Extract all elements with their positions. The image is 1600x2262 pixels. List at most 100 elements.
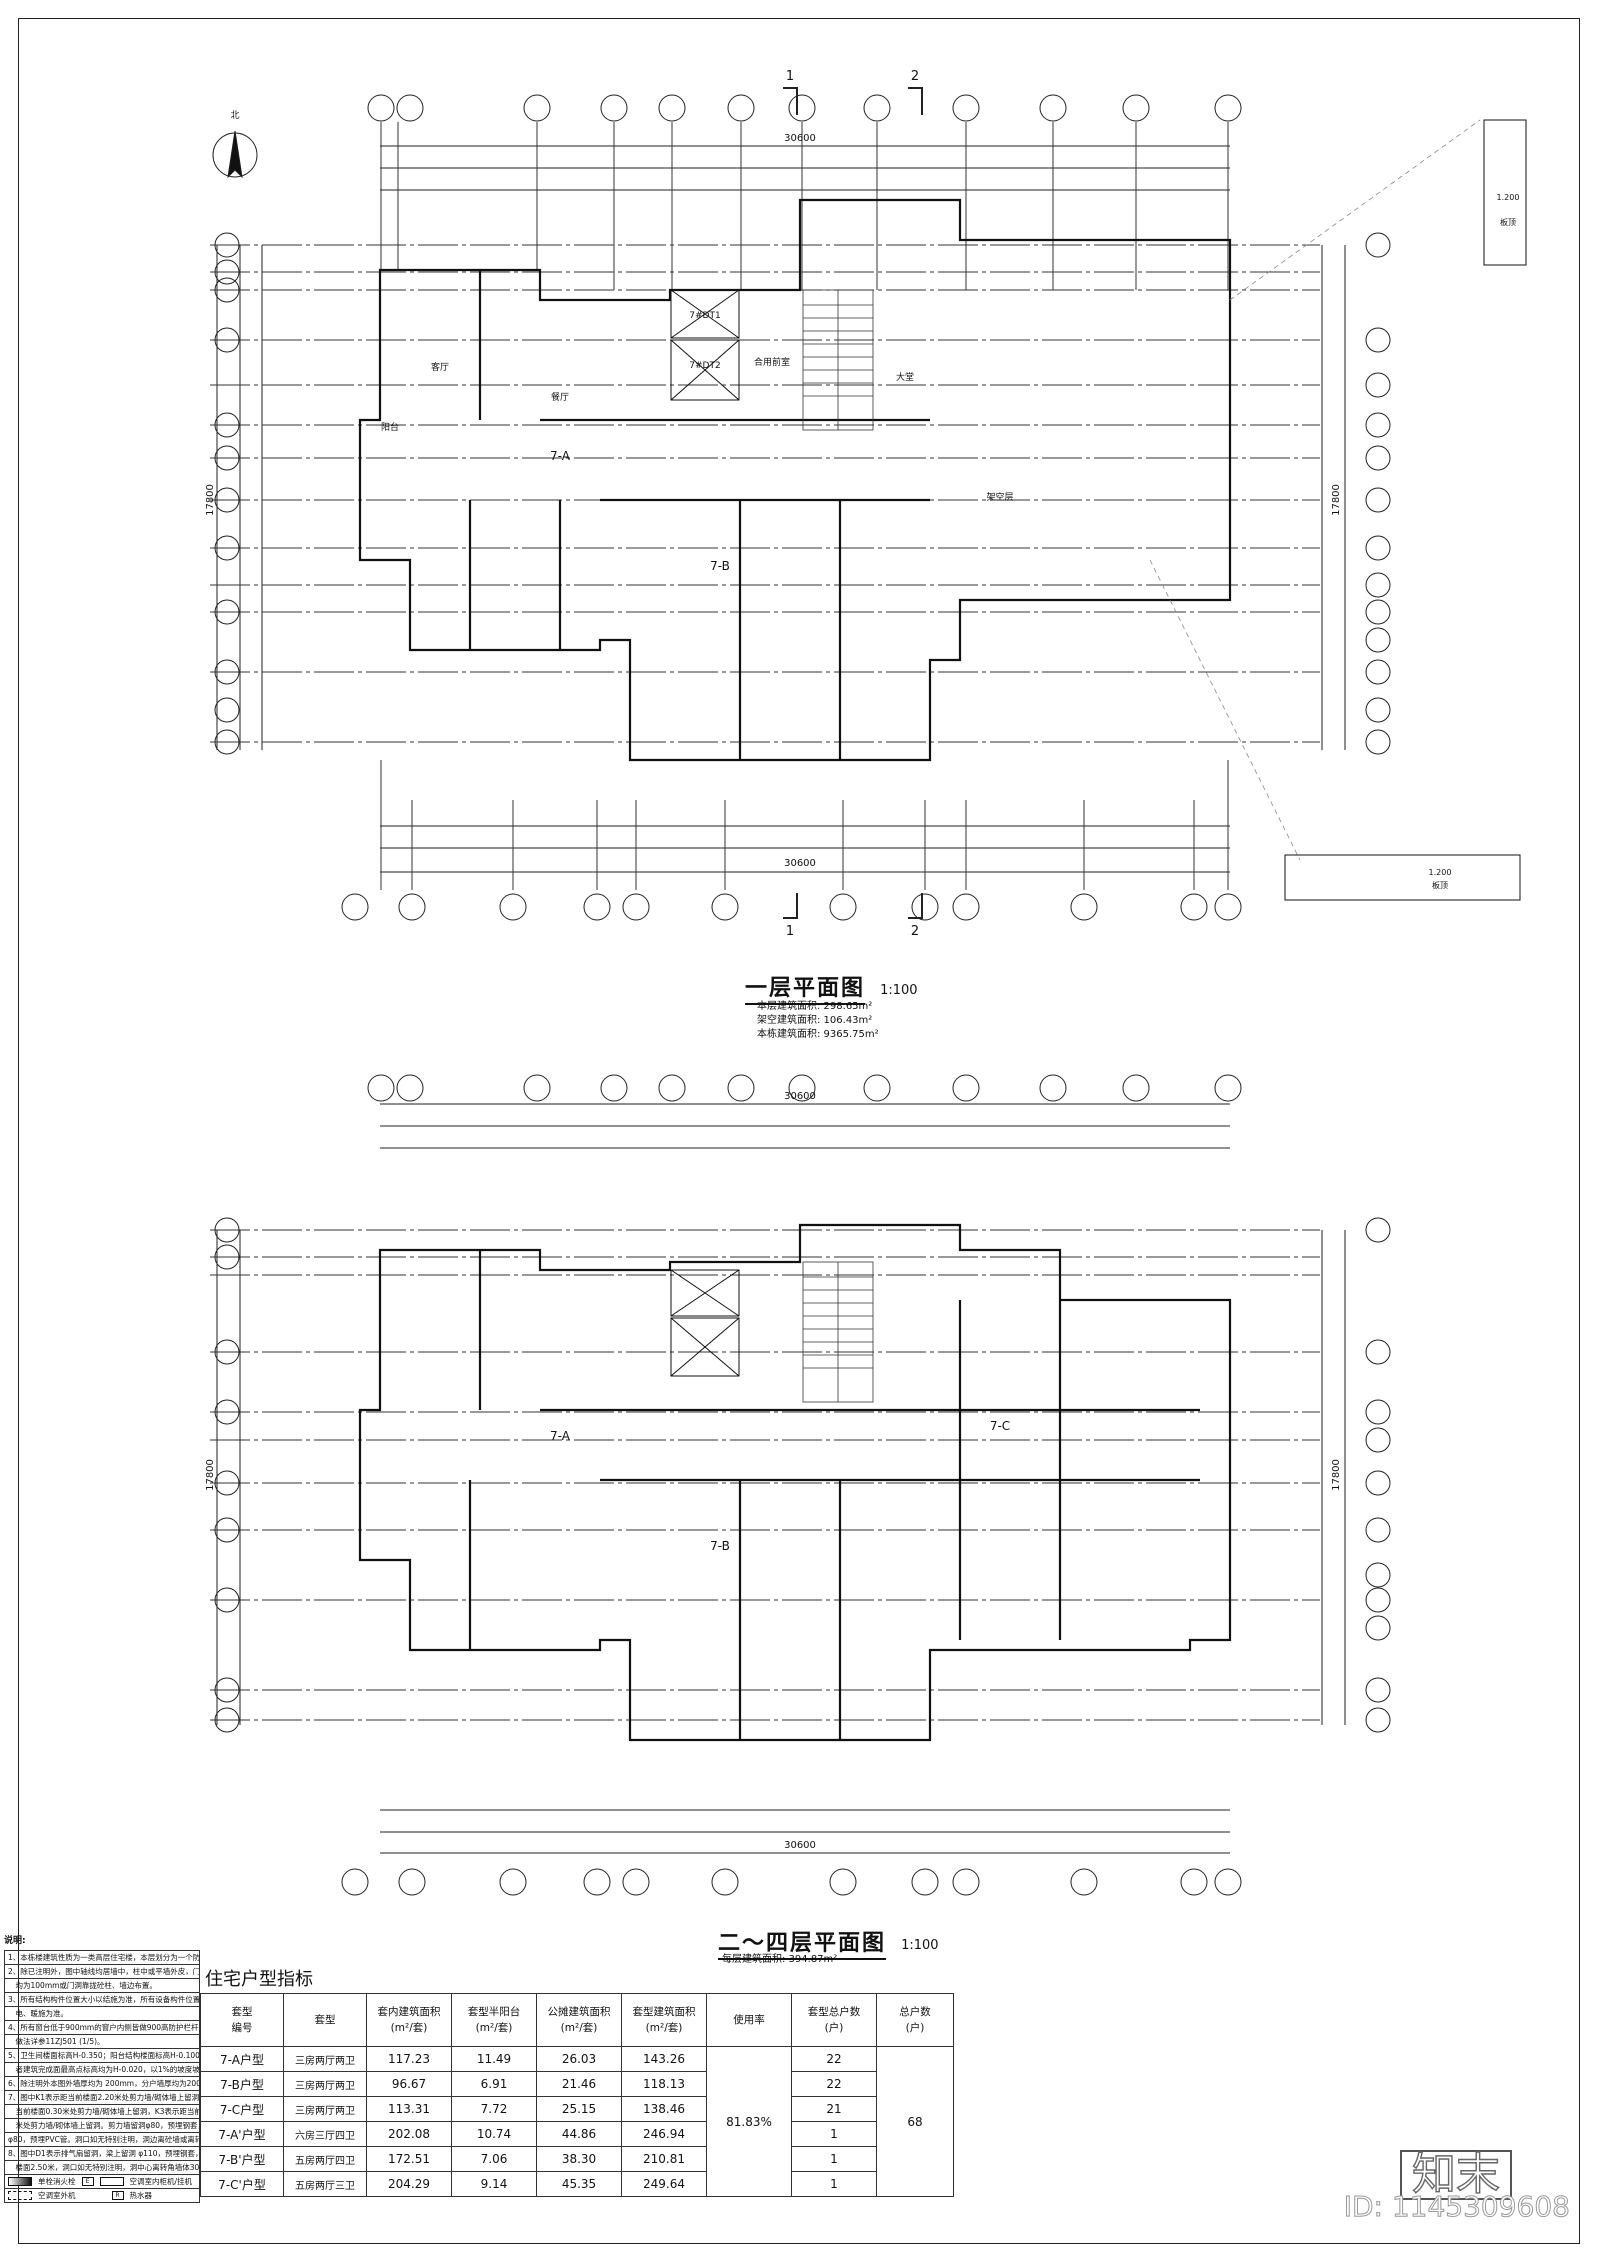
cell-total: 138.46 [621, 2096, 707, 2122]
cell-code: 7-B'户型 [200, 2146, 284, 2172]
table-header-row: 套型 编号 套型 套内建筑面积 (m²/套) 套型半阳台 (m²/套) 公摊建筑… [200, 1993, 954, 2047]
svg-text:板顶: 板顶 [1432, 880, 1448, 890]
cell-count: 21 [791, 2096, 877, 2122]
cell-type: 三房两厅两卫 [283, 2096, 367, 2122]
svg-text:7-C: 7-C [990, 1419, 1010, 1433]
svg-text:餐厅: 餐厅 [551, 391, 569, 403]
cell-count: 1 [791, 2146, 877, 2172]
cell-type: 五房两厅三卫 [283, 2171, 367, 2197]
cell-count: 1 [791, 2121, 877, 2147]
svg-text:17800: 17800 [1331, 484, 1342, 516]
svg-text:合用前室: 合用前室 [754, 356, 790, 368]
note-line: 者建筑完成面最高点标高均为H-0.020，以1%的坡度坡向地漏。 [4, 2062, 200, 2076]
cell-inner: 172.51 [366, 2146, 452, 2172]
plan2-title: 二～四层平面图 [718, 1931, 887, 1960]
svg-text:1.200: 1.200 [1497, 193, 1520, 202]
watermark-logo: 知末 [1400, 2150, 1512, 2200]
table-row: 7-B户型 三房两厅两卫 96.67 6.91 21.46 118.13 22 [200, 2071, 954, 2097]
design-notes: 说明: 1、本栋楼建筑性质为一类高层住宅楼，本层划分为一个防火分区。 2、除已注… [4, 1935, 200, 2203]
plan1-title: 一层平面图 [745, 976, 866, 1005]
cell-balcony: 9.14 [451, 2171, 537, 2197]
note-line: 7、图中K1表示距当前楼面2.20米处剪力墙/砌体墙上留洞，K2表示距 [4, 2090, 200, 2104]
svg-text:架空层: 架空层 [986, 491, 1013, 503]
col-header: 总户数 (户) [876, 1993, 954, 2047]
cell-code: 7-B户型 [200, 2071, 284, 2097]
note-line: 1、本栋楼建筑性质为一类高层住宅楼，本层划分为一个防火分区。 [4, 1950, 200, 1964]
note-line: 2、除已注明外，图中轴线均居墙中，柱中或平墙外皮，门垛尺寸 [4, 1964, 200, 1978]
svg-text:7#DT2: 7#DT2 [689, 361, 720, 371]
cell-code: 7-C'户型 [200, 2171, 284, 2197]
water-heater-icon: R [111, 2191, 124, 2200]
cell-balcony: 10.74 [451, 2121, 537, 2147]
legend-row-2: 空调室外机 R 热水器 [4, 2188, 200, 2203]
cell-shared: 25.15 [536, 2096, 622, 2122]
cell-type: 三房两厅两卫 [283, 2071, 367, 2097]
note-line: 6、除注明外本图外墙厚均为 200mm，分户墙厚均为200mm。 [4, 2076, 200, 2090]
cell-count: 22 [791, 2071, 877, 2097]
cell-count: 22 [791, 2046, 877, 2072]
col-header: 套内建筑面积 (m²/套) [366, 1993, 452, 2047]
svg-text:北: 北 [230, 110, 239, 121]
col-header: 套型半阳台 (m²/套) [451, 1993, 537, 2047]
cell-total: 210.81 [621, 2146, 707, 2172]
table-row: 7-A户型 三房两厅两卫 117.23 11.49 26.03 143.26 8… [200, 2046, 954, 2197]
notes-header: 说明: [4, 1936, 26, 1946]
note-line: 当前楼面0.30米处剪力墙/砌体墙上留洞，K3表示距当前楼面2.50 [4, 2104, 200, 2118]
note-line: 4、所有窗台低于900mm的窗户内侧皆做900高防护栏杆， [4, 2020, 200, 2034]
svg-text:大堂: 大堂 [896, 371, 914, 383]
cell-shared: 26.03 [536, 2046, 622, 2072]
cell-inner: 202.08 [366, 2121, 452, 2147]
note-line: 3、所有结构构件位置大小以结施为准，所有设备构件位置大小以水、 [4, 1992, 200, 2006]
col-header: 公摊建筑面积 (m²/套) [536, 1993, 622, 2047]
note-line: 米处剪力墙/砌体墙上留洞。剪力墙留洞φ80，预埋钢套，砌体墙留洞 [4, 2118, 200, 2132]
cell-shared: 45.35 [536, 2171, 622, 2197]
plan1-area-floor: 本层建筑面积: 298.65m² [757, 1001, 873, 1012]
index-table-title: 住宅户型指标 [205, 1969, 313, 1990]
cell-balcony: 11.49 [451, 2046, 537, 2072]
svg-text:30600: 30600 [784, 1840, 816, 1851]
ac-outdoor-icon [8, 2191, 32, 2200]
col-header: 套型建筑面积 (m²/套) [621, 1993, 707, 2047]
cell-total-units: 68 [876, 2046, 954, 2197]
svg-text:2: 2 [911, 69, 919, 84]
svg-text:7-B: 7-B [710, 559, 730, 573]
cell-shared: 38.30 [536, 2146, 622, 2172]
cell-type: 五房两厅四卫 [283, 2146, 367, 2172]
svg-text:30600: 30600 [784, 133, 816, 144]
plan1-scale: 1:100 [880, 983, 918, 998]
svg-text:1: 1 [786, 924, 794, 939]
svg-text:客厅: 客厅 [431, 361, 449, 373]
note-line: 楼面2.50米，洞口如无特别注明，洞中心离转角墙体300。 [4, 2160, 200, 2174]
cell-inner: 96.67 [366, 2071, 452, 2097]
cell-count: 1 [791, 2171, 877, 2197]
cell-shared: 44.86 [536, 2121, 622, 2147]
table-row: 7-B'户型 五房两厅四卫 172.51 7.06 38.30 210.81 1 [200, 2146, 954, 2172]
plan2-title-block: 二～四层平面图 1:100 [718, 1925, 939, 1960]
table-row: 7-C'户型 五房两厅三卫 204.29 9.14 45.35 249.64 1 [200, 2171, 954, 2197]
drawing-sheet-border [18, 18, 1580, 2244]
legend-row-1: 单栓消火栓 E 空调室内柜机/挂机 [4, 2174, 200, 2188]
col-header: 套型 编号 [200, 1993, 284, 2047]
svg-text:7-B: 7-B [710, 1539, 730, 1553]
legend-label: 单栓消火栓 [38, 2177, 76, 2186]
svg-text:阳台: 阳台 [381, 421, 399, 433]
legend-label: 空调室外机 [38, 2191, 76, 2200]
svg-text:1: 1 [786, 69, 794, 84]
table-row: 7-C户型 三房两厅两卫 113.31 7.72 25.15 138.46 21 [200, 2096, 954, 2122]
cell-code: 7-A户型 [200, 2046, 284, 2072]
col-header: 使用率 [706, 1993, 792, 2047]
cell-total: 249.64 [621, 2171, 707, 2197]
plan1-area-building: 本栋建筑面积: 9365.75m² [757, 1029, 879, 1040]
svg-text:30600: 30600 [784, 858, 816, 869]
plan2-scale: 1:100 [901, 1938, 939, 1953]
note-line: 电、暖施为准。 [4, 2006, 200, 2020]
plan2-areas: 每层建筑面积: 394.87m² [722, 1953, 837, 1967]
table-row: 7-A'户型 六房三厅四卫 202.08 10.74 44.86 246.94 … [200, 2121, 954, 2147]
north-arrow-icon [212, 130, 258, 179]
svg-text:30600: 30600 [784, 1091, 816, 1102]
cell-balcony: 6.91 [451, 2071, 537, 2097]
plan1-areas: 本层建筑面积: 298.65m² 架空建筑面积: 106.43m² 本栋建筑面积… [757, 1000, 879, 1042]
cell-balcony: 7.72 [451, 2096, 537, 2122]
svg-text:7-A: 7-A [550, 449, 571, 463]
